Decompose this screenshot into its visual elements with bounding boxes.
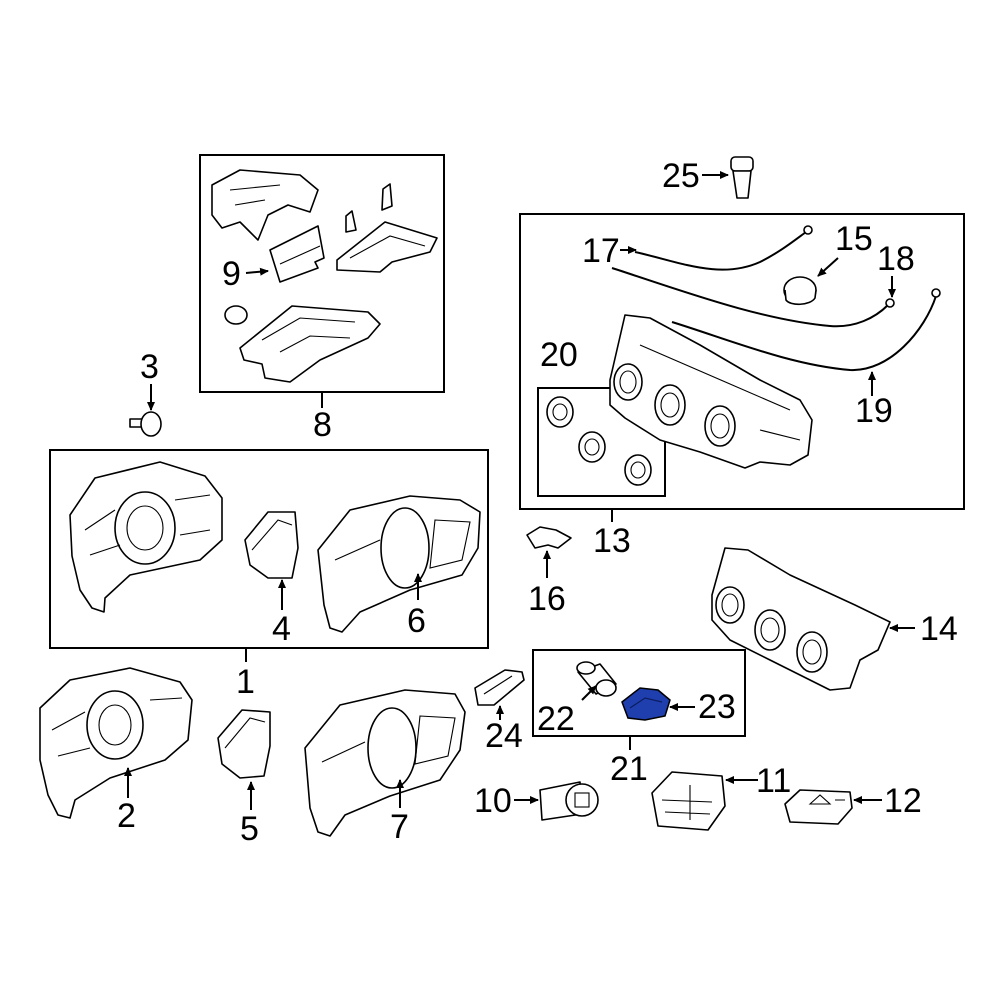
callout-9: 9 [222, 255, 241, 293]
group-frame-8 [199, 154, 445, 393]
callout-1: 1 [236, 663, 255, 701]
leader-22 [581, 685, 597, 701]
part-14-control-unit[interactable] [711, 547, 891, 691]
callout-22: 22 [537, 700, 575, 738]
part-7-bezel[interactable] [304, 689, 466, 837]
part-8-clips [345, 183, 393, 233]
callout-5: 5 [240, 810, 259, 848]
part-11-switch-panel[interactable] [651, 771, 726, 831]
part-6-bezel[interactable] [317, 495, 481, 633]
part-10-switch[interactable] [539, 781, 599, 821]
part-22-socket[interactable] [576, 661, 617, 697]
part-9-panel[interactable] [269, 225, 325, 283]
callout-20: 20 [540, 336, 578, 374]
callout-23: 23 [698, 688, 736, 726]
callout-10: 10 [474, 782, 512, 820]
callout-11: 11 [756, 762, 791, 800]
callout-7: 7 [390, 808, 409, 846]
part-8-knob [224, 305, 248, 325]
callout-17: 17 [582, 232, 620, 270]
callout-18: 18 [877, 240, 915, 278]
part-16-clip[interactable] [526, 526, 572, 549]
part-2-cluster[interactable] [39, 667, 193, 819]
part-20-knobs[interactable] [546, 396, 652, 486]
callout-4: 4 [272, 610, 291, 648]
part-8-cover[interactable] [211, 169, 319, 241]
callout-25: 25 [662, 157, 700, 195]
callout-15: 15 [835, 220, 873, 258]
part-12-hazard-switch[interactable] [784, 789, 853, 825]
part-15-knob[interactable] [783, 276, 817, 306]
part-25-switch[interactable] [730, 156, 754, 199]
part-3-screw[interactable] [129, 411, 162, 437]
part-5-lens[interactable] [217, 709, 271, 779]
group-frame-21 [532, 649, 746, 737]
part-8-housing[interactable] [239, 305, 381, 383]
part-8-bracket[interactable] [336, 221, 438, 273]
group-frame-13 [519, 213, 965, 510]
part-4-lens[interactable] [244, 511, 299, 579]
callout-21: 21 [610, 750, 648, 788]
leader-15 [817, 257, 839, 277]
callout-12: 12 [884, 782, 922, 820]
callout-3: 3 [140, 348, 159, 386]
group-frame-1 [49, 449, 489, 649]
part-19-cable[interactable] [671, 288, 941, 372]
callout-2: 2 [117, 797, 136, 835]
callout-16: 16 [528, 580, 566, 618]
callout-8: 8 [313, 406, 332, 444]
leader-9 [245, 267, 269, 276]
callout-19: 19 [855, 392, 893, 430]
part-18-cable[interactable] [611, 267, 895, 328]
part-1-cluster-rear[interactable] [69, 461, 223, 613]
callout-14: 14 [920, 610, 958, 648]
part-17-cable[interactable] [634, 225, 813, 271]
callout-6: 6 [407, 602, 426, 640]
callout-24: 24 [485, 717, 523, 755]
part-24-trim-strip[interactable] [474, 669, 525, 706]
part-13-control-panel[interactable] [609, 314, 813, 469]
part-23-cap-highlighted[interactable] [621, 687, 671, 721]
callout-13: 13 [593, 522, 631, 560]
